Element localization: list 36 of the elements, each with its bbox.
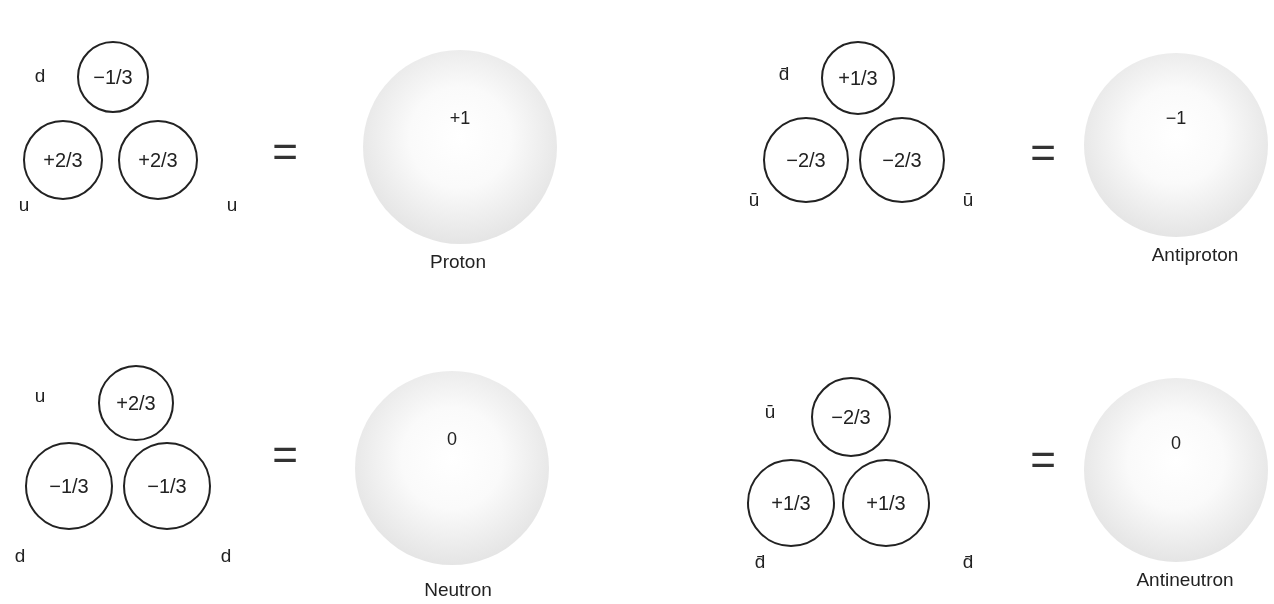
quark-label: u (226, 194, 238, 216)
charge-value: 0 (447, 429, 457, 451)
quark-label: ū (962, 189, 974, 211)
charge-fraction: −2/3 (882, 148, 922, 172)
equals-sign: = (272, 430, 298, 480)
quark-label: u (34, 385, 46, 407)
charge-fraction: +1/3 (771, 491, 811, 515)
quark-label: d̄ (962, 551, 974, 573)
charge-fraction: −1/3 (49, 474, 89, 498)
charge-value: 0 (1171, 433, 1181, 455)
quark-label: d (14, 545, 26, 567)
quark-label: d̄ (778, 63, 790, 85)
quark-label: d (220, 545, 232, 567)
particle-name: Antiproton (1151, 244, 1239, 266)
particle-name: Antineutron (1136, 569, 1234, 591)
charge-fraction: −1/3 (93, 65, 133, 89)
particle-name: Neutron (424, 579, 492, 601)
equals-sign: = (272, 127, 298, 177)
charge-fraction: −2/3 (831, 405, 871, 429)
charge-fraction: +2/3 (116, 391, 156, 415)
charge-fraction: +1/3 (866, 491, 906, 515)
equals-sign: = (1030, 435, 1056, 485)
charge-value: +1 (449, 108, 471, 130)
particle-name: Proton (430, 251, 486, 273)
quark-label: d (34, 65, 46, 87)
charge-fraction: +1/3 (838, 66, 878, 90)
charge-fraction: −2/3 (786, 148, 826, 172)
charge-fraction: +2/3 (43, 148, 83, 172)
quark-label: u (18, 194, 30, 216)
equals-sign: = (1030, 128, 1056, 178)
quark-label: ū (764, 401, 776, 423)
charge-value: −1 (1165, 108, 1187, 130)
quark-label: d̄ (754, 551, 766, 573)
quark-label: ū (748, 189, 760, 211)
charge-fraction: +2/3 (138, 148, 178, 172)
charge-fraction: −1/3 (147, 474, 187, 498)
